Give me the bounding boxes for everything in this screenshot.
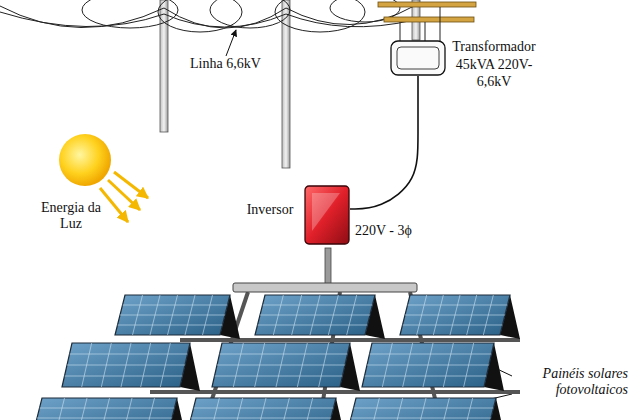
cell-line [354, 408, 494, 409]
cell-line [439, 398, 449, 420]
cell-line [100, 398, 110, 420]
cell-line [145, 398, 155, 420]
cell-line [215, 376, 343, 377]
solar-panel [62, 343, 190, 387]
inverter-symbol [304, 185, 350, 245]
light-rays [100, 172, 148, 222]
cell-line [405, 315, 505, 316]
annotation-label: Linha 6,6kV [190, 56, 290, 72]
solar-panel [115, 295, 230, 335]
cell-line [365, 376, 487, 377]
cell-line [120, 315, 225, 316]
cell-line [408, 305, 508, 306]
cell-line [217, 365, 345, 366]
cell-line [258, 325, 368, 326]
cell-line [369, 398, 379, 420]
node-label: Transformador 45kVA 220V- 6,6kV [448, 38, 540, 91]
cell-line [37, 418, 172, 419]
cell-line [260, 315, 370, 316]
cell-line [194, 408, 334, 409]
cell-line [122, 398, 132, 420]
cell-line [191, 418, 331, 419]
annotation-label: Energia da Luz [40, 200, 102, 232]
cell-line [233, 398, 243, 420]
solar-panel [212, 343, 350, 387]
cell-line [209, 398, 219, 420]
annotation-label: Painéis solares fotovoltaicos [518, 366, 628, 398]
cell-line [118, 325, 223, 326]
crossarm [378, 2, 476, 7]
cell-line [367, 365, 489, 366]
transformer-leads [400, 7, 440, 46]
crossarm [384, 17, 474, 22]
cell-line [403, 325, 503, 326]
solar-panels [32, 295, 520, 420]
solar-panel [346, 398, 496, 420]
power-lines [0, 0, 414, 32]
cell-line [463, 398, 473, 420]
cell-line [55, 398, 65, 420]
transformer-node: Transformador 45kVA 220V- 6,6kV [390, 40, 540, 91]
leader-line [226, 30, 236, 56]
solar-panel [400, 295, 510, 335]
node-label: Inversor [238, 201, 302, 219]
cell-line [303, 398, 313, 420]
cell-line [220, 354, 348, 355]
cell-line [77, 398, 87, 420]
sun [59, 134, 111, 186]
solar-panel [255, 295, 375, 335]
inverter-node: Inversor [238, 185, 350, 245]
cell-line [67, 365, 185, 366]
cell-line [370, 354, 492, 355]
cell-line [40, 408, 175, 409]
dc-feed [325, 248, 331, 286]
cell-line [393, 398, 403, 420]
cell-line [351, 418, 491, 419]
cell-line [123, 305, 228, 306]
edge-label: 220V - 3ϕ [353, 223, 414, 239]
cell-line [65, 376, 183, 377]
cell-line [263, 305, 373, 306]
cell-line [279, 398, 289, 420]
cell-line [70, 354, 188, 355]
solar-panel [362, 343, 494, 387]
solar-panel [32, 398, 177, 420]
panel-frame [233, 283, 417, 292]
cell-line [256, 398, 266, 420]
cell-line [416, 398, 426, 420]
solar-panel [186, 398, 336, 420]
cable-connector [350, 76, 418, 209]
transformer-symbol [390, 40, 446, 76]
